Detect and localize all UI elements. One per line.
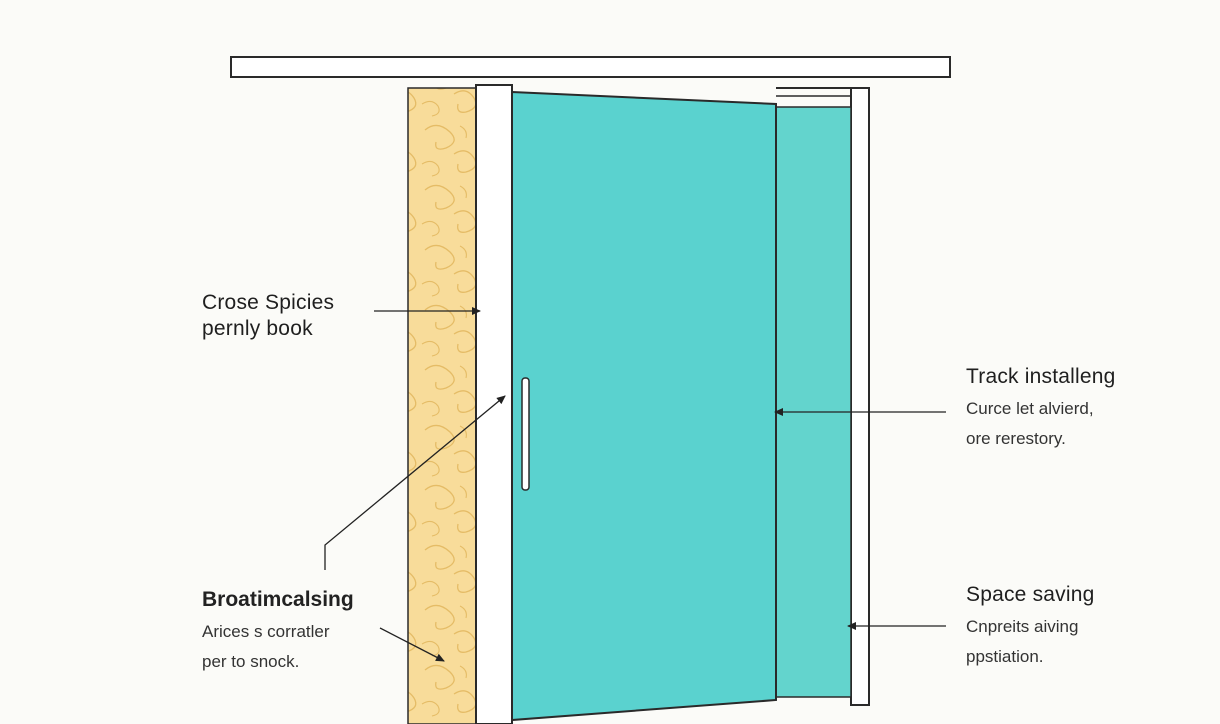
label-broatimcalsing-line2: per to snock. (202, 651, 300, 671)
label-broatimcalsing-line1: Arices s corratler (202, 622, 330, 642)
label-track-installing: Track installeng Curce let alvierd, ore … (966, 364, 1115, 449)
leader-arrow-left-middle (324, 395, 506, 570)
back-door-panel (775, 106, 852, 698)
label-cross-species-line1: Crose Spicies (202, 291, 335, 314)
door-handle-icon (521, 377, 530, 491)
label-space-saving-title: Space saving (966, 583, 1095, 606)
label-space-saving: Space saving Cnpreits aiving ppstiation. (966, 582, 1094, 667)
doorway-frame (850, 87, 870, 706)
wall-section (407, 87, 477, 724)
label-cross-species: Crose Spicies pernly book (202, 290, 334, 343)
label-track-installing-line2: ore rerestory. (966, 428, 1066, 448)
label-broatimcalsing: Broatimcalsing Arices s corratler per to… (202, 587, 354, 672)
leader-arrow-left-bottom (379, 627, 445, 662)
label-broatimcalsing-title: Broatimcalsing (202, 588, 354, 611)
label-cross-species-line2: pernly book (202, 317, 313, 341)
label-track-installing-title: Track installeng (966, 365, 1116, 388)
sliding-door-panel (511, 90, 777, 722)
label-track-installing-line1: Curce let alvierd, (966, 399, 1094, 419)
top-track-rail (230, 56, 951, 78)
label-space-saving-line1: Cnpreits aiving (966, 617, 1079, 637)
label-space-saving-line2: ppstiation. (966, 646, 1044, 666)
